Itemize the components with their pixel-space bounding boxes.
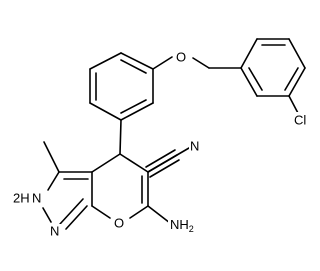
bond [284, 67, 299, 91]
nitrile-nitrogen-label: N [190, 138, 199, 153]
amino-subscript-text: 2 [189, 224, 194, 234]
bond [120, 99, 147, 114]
bond [147, 205, 171, 224]
amino-label: NH2 [170, 217, 194, 234]
pyrazole-nitrogen-label: N [50, 223, 59, 238]
bond [119, 153, 149, 173]
bonds [42, 38, 306, 230]
bond [91, 205, 111, 219]
bond [288, 67, 306, 97]
bond [147, 154, 178, 173]
bond [65, 205, 88, 230]
bond [91, 153, 121, 173]
bond [176, 147, 190, 156]
bond [248, 67, 263, 91]
ether-oxygen-label: O [176, 49, 186, 64]
bond [89, 52, 122, 70]
bond [152, 56, 173, 70]
chlorine-label: Cl [294, 112, 306, 127]
bond [119, 119, 122, 155]
bond [42, 207, 52, 223]
bond [89, 102, 122, 121]
bond [129, 205, 149, 219]
bond [149, 159, 180, 178]
bond [192, 57, 210, 69]
bond [59, 198, 84, 225]
bond [43, 141, 60, 173]
bond [120, 52, 154, 70]
atom-labels: O Cl N 2H N N O NH2 [12, 49, 314, 240]
pyran-oxygen-label: O [114, 215, 124, 230]
bond [288, 38, 306, 69]
amino-nh-text: NH [170, 217, 189, 232]
bond [145, 149, 176, 168]
bond [47, 171, 60, 191]
bond [120, 59, 147, 74]
bond [288, 95, 300, 116]
pyrazole-nh-nitrogen-label: N [32, 190, 41, 205]
bond [120, 102, 154, 121]
pyrazole-nh-hydrogen-label: 2H [13, 190, 30, 205]
bond [240, 67, 258, 97]
bond [240, 38, 258, 69]
